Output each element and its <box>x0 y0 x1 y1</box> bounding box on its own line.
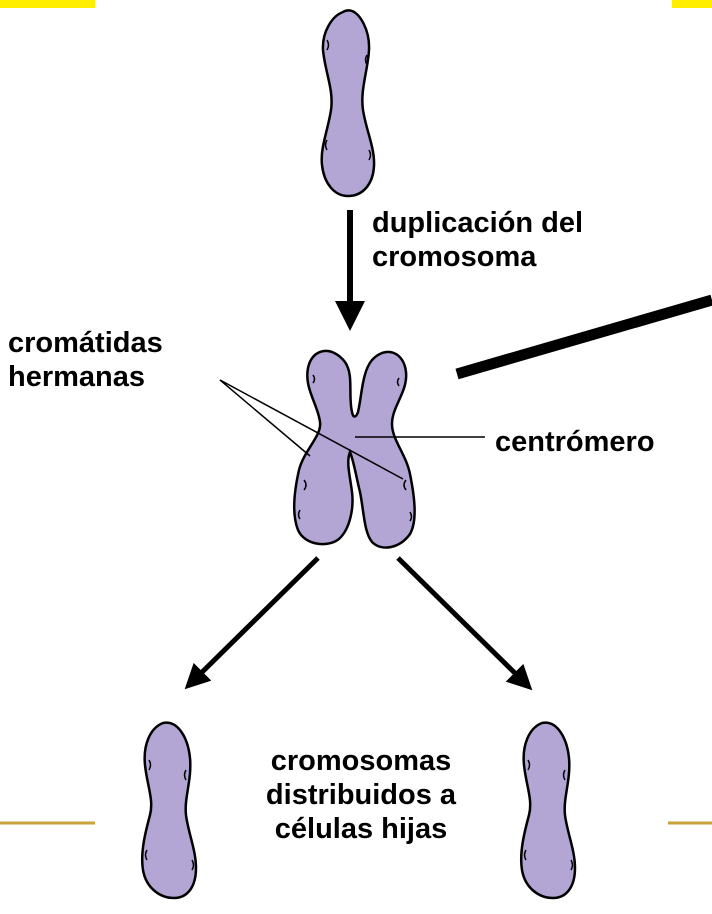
diagonal-bar <box>457 300 712 374</box>
duplication-label: duplicación del cromosoma <box>372 206 583 274</box>
sister-chromatids-label: cromátidas hermanas <box>8 326 163 394</box>
distributed-chromosomes-label: cromosomas distribuidos a células hijas <box>216 744 506 846</box>
duplicated-chromosome <box>294 351 414 548</box>
sister-chromatids-label-line-2: hermanas <box>8 360 163 394</box>
centromere-label: centrómero <box>495 425 655 459</box>
duplication-label-line-2: cromosoma <box>372 240 583 274</box>
distributed-label-line-1: cromosomas <box>216 744 506 778</box>
distribution-arrow-left <box>190 558 318 684</box>
distribution-arrow-right <box>398 558 527 685</box>
daughter-chromosome-left <box>142 723 196 898</box>
top-right-accent <box>672 0 712 8</box>
duplication-label-line-1: duplicación del <box>372 206 583 240</box>
distributed-label-line-3: células hijas <box>216 812 506 846</box>
top-chromosome <box>322 10 374 196</box>
daughter-chromosome-right <box>521 723 575 898</box>
distributed-label-line-2: distribuidos a <box>216 778 506 812</box>
top-left-accent <box>0 0 95 8</box>
sister-chromatids-label-line-1: cromátidas <box>8 326 163 360</box>
chromatid-pointer-left <box>220 380 310 456</box>
